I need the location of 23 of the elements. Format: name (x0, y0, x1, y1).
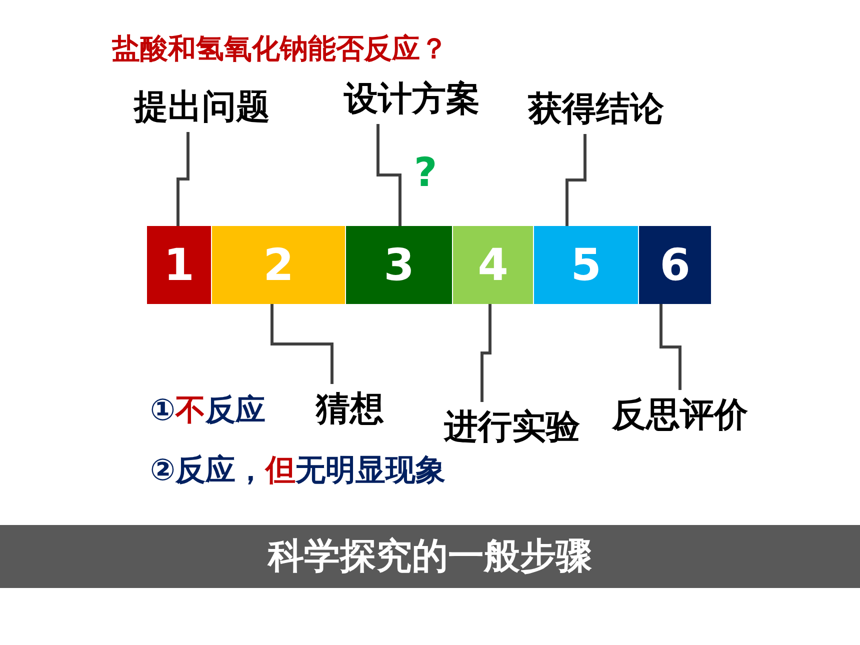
step-label: 猜想 (316, 386, 384, 432)
hypothesis-text: ②反应，但无明显现象 (150, 452, 446, 490)
step-box: 1 (147, 226, 211, 304)
step-label: 设计方案 (344, 76, 480, 122)
step-label: 提出问题 (134, 84, 270, 130)
question-text: 盐酸和氢氧化钠能否反应？ (112, 31, 448, 67)
step-label: 进行实验 (444, 404, 580, 450)
leader-line (660, 304, 682, 390)
step-box: 3 (346, 226, 452, 304)
step-box: 4 (453, 226, 533, 304)
leader-line (566, 134, 586, 226)
step-box: 2 (212, 226, 345, 304)
leader-line (270, 304, 334, 384)
leader-line (376, 124, 402, 226)
hypothesis-text: ①不反应 (150, 392, 266, 430)
step-label: 获得结论 (528, 86, 664, 132)
leader-line (176, 132, 190, 226)
step-box: 5 (534, 226, 638, 304)
step-label: 反思评价 (612, 392, 748, 438)
title-bar: 科学探究的一般步骤 (0, 525, 860, 588)
question-mark: ? (414, 150, 438, 196)
step-box: 6 (639, 226, 711, 304)
leader-line (480, 304, 492, 402)
